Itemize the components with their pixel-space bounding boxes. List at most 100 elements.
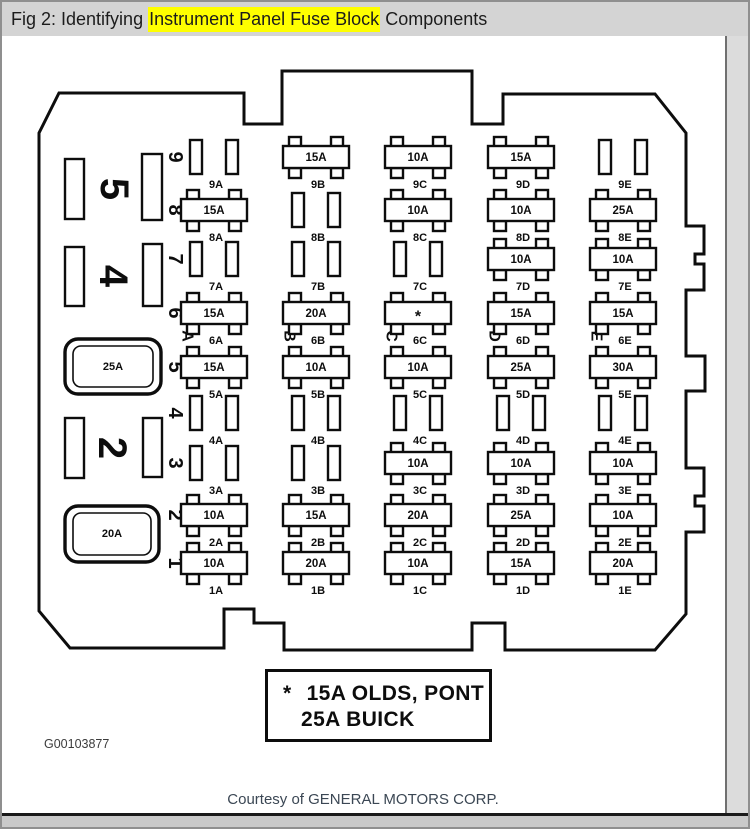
connector-group-number: 5 <box>92 178 136 200</box>
fuse-amp-rating: 15A <box>510 152 531 164</box>
fuse-body <box>281 300 351 326</box>
fuse-prong <box>389 322 405 336</box>
fuse-position-label: 5A <box>209 389 223 401</box>
empty-fuse-slot <box>188 444 204 482</box>
fuse-prong <box>227 524 243 538</box>
fuse-prong <box>636 268 652 282</box>
fuse-body <box>179 197 249 223</box>
fuse-prong <box>534 524 550 538</box>
fuse-prong <box>636 524 652 538</box>
fuse-position-label: 2D <box>516 537 530 549</box>
fuse-prong <box>492 572 508 586</box>
empty-fuse-slot <box>392 394 408 432</box>
fuse-body <box>179 550 249 576</box>
row-number-label: 9 <box>164 151 186 162</box>
circuit-breaker-amp: 20A <box>102 528 122 540</box>
fuse-prong <box>329 166 345 180</box>
fuse-prong <box>431 524 447 538</box>
fuse-amp-rating: 15A <box>510 308 531 320</box>
fuse-prong <box>594 322 610 336</box>
note-box: * 15A OLDS, PONT 25A BUICK <box>265 669 492 742</box>
fuse-position-label: 4E <box>618 435 631 447</box>
fuse-body <box>588 197 658 223</box>
fuse-body <box>486 550 556 576</box>
empty-fuse-slot <box>224 240 240 278</box>
fuse-amp-rating: 15A <box>305 510 326 522</box>
connector-slot <box>141 242 164 308</box>
fuse-position-label: 4A <box>209 435 223 447</box>
fuse-prong <box>329 524 345 538</box>
connector-group-number: 2 <box>90 437 134 459</box>
fuse-prong <box>534 472 550 486</box>
fuse-position-label: 7C <box>413 281 427 293</box>
fuse-body <box>588 502 658 528</box>
scrollbar-gutter[interactable] <box>725 36 748 813</box>
fuse-prong <box>287 572 303 586</box>
fuse-prong <box>636 219 652 233</box>
empty-fuse-slot <box>326 394 342 432</box>
empty-fuse-slot <box>290 394 306 432</box>
connector-slot <box>140 152 164 222</box>
fuse-prong <box>431 472 447 486</box>
row-number-label: 2 <box>164 509 186 520</box>
fuse-body <box>281 354 351 380</box>
fuse-position-label: 1B <box>311 585 325 597</box>
connector-slot <box>63 245 86 308</box>
fuse-position-label: 1A <box>209 585 223 597</box>
figure-title-bar: Fig 2: Identifying Instrument Panel Fuse… <box>2 2 748 36</box>
fuse-amp-rating: 10A <box>407 458 428 470</box>
empty-fuse-slot <box>290 444 306 482</box>
circuit-breaker-inner <box>72 512 152 556</box>
fuse-prong <box>185 322 201 336</box>
fuse-amp-rating: 10A <box>510 254 531 266</box>
fuse-body <box>486 197 556 223</box>
fuse-amp-rating: 10A <box>407 152 428 164</box>
fuse-position-label: 7E <box>618 281 631 293</box>
fuse-prong <box>287 524 303 538</box>
empty-fuse-slot <box>633 394 649 432</box>
fuse-prong <box>492 376 508 390</box>
fuse-amp-rating: 10A <box>407 205 428 217</box>
circuit-breaker-amp: 25A <box>103 361 123 373</box>
fuse-amp-rating: 10A <box>612 458 633 470</box>
fuse-body <box>486 246 556 272</box>
fuse-position-label: 7A <box>209 281 223 293</box>
fuse-prong <box>287 166 303 180</box>
fuse-amp-rating: 20A <box>305 558 326 570</box>
fuse-position-label: 5D <box>516 389 530 401</box>
fuse-amp-rating: 10A <box>407 362 428 374</box>
fuse-position-label: 3E <box>618 485 631 497</box>
fuse-position-label: 5B <box>311 389 325 401</box>
fuse-position-label: 3D <box>516 485 530 497</box>
fuse-position-label: 2C <box>413 537 427 549</box>
column-letter-label: B <box>281 330 298 342</box>
fuse-position-label: 2E <box>618 537 631 549</box>
column-letter-label: E <box>588 331 605 342</box>
fuse-body <box>281 144 351 170</box>
fuse-position-label: 6D <box>516 335 530 347</box>
fuse-body <box>179 354 249 380</box>
fuse-prong <box>492 322 508 336</box>
fuse-position-label: 4C <box>413 435 427 447</box>
fuse-amp-rating: 10A <box>612 254 633 266</box>
fuse-amp-rating: 15A <box>203 362 224 374</box>
fuse-prong <box>227 376 243 390</box>
fuse-position-label: 1C <box>413 585 427 597</box>
circuit-breaker-inner <box>72 345 154 388</box>
empty-fuse-slot <box>224 138 240 176</box>
fuse-prong <box>636 322 652 336</box>
fuse-amp-rating: 25A <box>612 205 633 217</box>
figure-title-prefix: Fig 2: Identifying <box>11 8 149 29</box>
fuse-position-label: 8A <box>209 232 223 244</box>
fuse-prong <box>287 322 303 336</box>
fuse-prong <box>534 268 550 282</box>
note-text: 15A OLDS, PONT <box>306 682 485 705</box>
fuse-prong <box>534 572 550 586</box>
fuse-position-label: 4D <box>516 435 530 447</box>
courtesy-credit: Courtesy of GENERAL MOTORS CORP. <box>227 791 499 808</box>
fuse-prong <box>534 219 550 233</box>
fuse-position-label: 3A <box>209 485 223 497</box>
fuse-amp-rating: 10A <box>510 205 531 217</box>
fuse-amp-rating: 20A <box>305 308 326 320</box>
